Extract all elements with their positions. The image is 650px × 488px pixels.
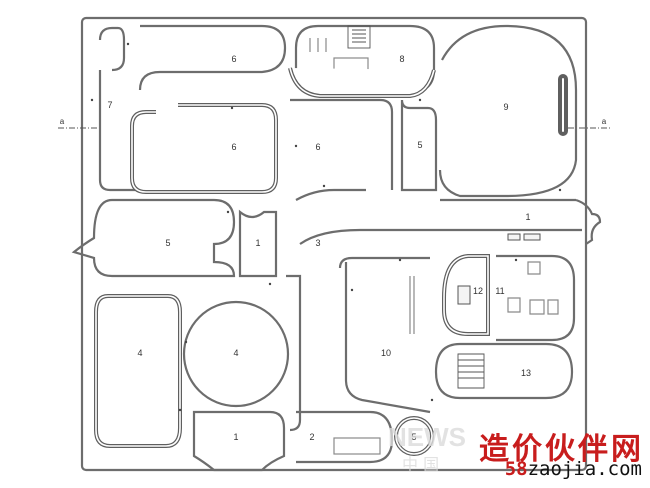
room-7-lower-wall xyxy=(98,70,230,192)
marker-dots xyxy=(90,42,562,412)
room-4a-heavy-core xyxy=(95,295,181,447)
room-10-inner xyxy=(409,276,415,334)
room-1c-outline xyxy=(192,410,286,472)
svg-text:中 国: 中 国 xyxy=(402,455,439,474)
room-label-10: 10 xyxy=(381,348,391,358)
room-8-stair xyxy=(347,25,371,49)
site-watermark-url-rest: zaojia.com xyxy=(527,458,642,480)
room-label-1a: 1 xyxy=(525,212,530,222)
corridor-lower xyxy=(299,228,582,245)
room-3-wall-2 xyxy=(338,256,430,269)
news-logo-watermark: NEWS 中 国 xyxy=(388,422,466,474)
room-3-wall xyxy=(286,274,302,432)
site-watermark-url: 58zaojia.com xyxy=(505,458,642,480)
room-10-wall xyxy=(344,262,431,414)
room-9-outline xyxy=(438,24,578,198)
room-label-13: 13 xyxy=(521,368,531,378)
room-6a-outline xyxy=(138,24,287,91)
site-watermark-title: 造价伙伴网 xyxy=(479,432,644,467)
room-label-5a: 5 xyxy=(417,140,422,150)
room-6c-wall xyxy=(290,98,394,190)
room-label-6b: 6 xyxy=(231,142,236,152)
svg-text:NEWS: NEWS xyxy=(388,422,466,452)
room-label-11: 11 xyxy=(495,286,504,296)
room-6b-heavy-core xyxy=(131,104,277,193)
room-label-7: 7 xyxy=(107,100,112,110)
room-4b-outline xyxy=(182,300,290,408)
room-label-4b: 4 xyxy=(233,348,238,358)
room-1a-outline xyxy=(575,198,602,245)
room-7-outline xyxy=(98,26,126,72)
room-1a-desk-1 xyxy=(507,233,521,241)
section-mark-left: a xyxy=(60,117,65,126)
room-label-5b: 5 xyxy=(165,238,170,248)
room-12-core xyxy=(443,255,489,335)
room-4a-heavy-wall xyxy=(94,294,182,448)
room-8-columns xyxy=(309,38,327,52)
corridor-upper xyxy=(295,188,366,201)
room-label-1b: 1 xyxy=(255,238,260,248)
room-2-outline xyxy=(296,410,394,464)
site-watermark-url-prefix: 58 xyxy=(504,458,528,480)
section-mark-right: a xyxy=(602,117,607,126)
room-label-3: 3 xyxy=(315,238,320,248)
room-5b-outline xyxy=(71,198,236,278)
room-5a-outline xyxy=(400,99,438,192)
room-label-6a: 6 xyxy=(231,54,236,64)
room-label-8: 8 xyxy=(399,54,404,64)
room-label-6c: 6 xyxy=(315,142,320,152)
room-label-5c: 5 xyxy=(411,432,416,442)
room-6b-heavy-wall xyxy=(130,103,278,194)
room-label-12: 12 xyxy=(473,286,483,296)
room-9-partition xyxy=(558,74,568,136)
room-5c-core xyxy=(395,417,433,455)
room-1b-outline xyxy=(238,209,278,278)
room-11-toilets xyxy=(507,261,559,315)
room-8-heavy-core xyxy=(289,67,435,97)
room-12-fixture xyxy=(457,285,471,305)
room-label-2: 2 xyxy=(309,432,314,442)
room-11-outline xyxy=(496,254,576,342)
room-label-1c: 1 xyxy=(233,432,238,442)
room-8-stair-steps xyxy=(352,29,366,43)
room-8-heavy-edge xyxy=(288,67,436,98)
room-13-stair xyxy=(457,353,485,389)
room-2-fixture xyxy=(333,437,381,455)
room-1a-desk-2 xyxy=(523,233,541,241)
room-label-4a: 4 xyxy=(137,348,142,358)
room-13-outline xyxy=(434,342,574,400)
room-label-9: 9 xyxy=(503,102,508,112)
